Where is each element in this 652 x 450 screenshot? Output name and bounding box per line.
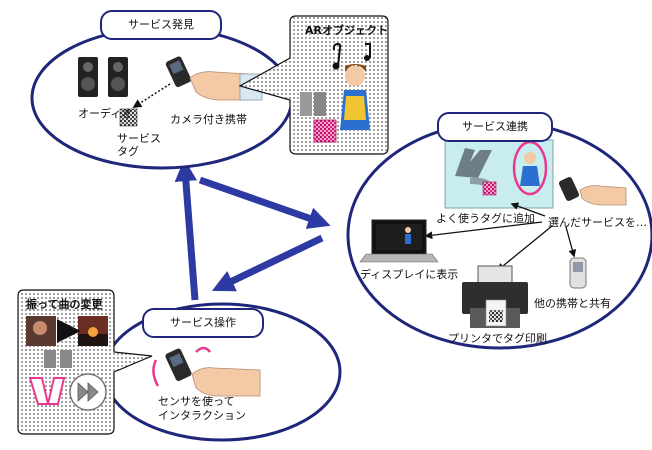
selection-arrows (424, 202, 577, 271)
service-tag-label-1: サービス (117, 132, 161, 145)
shake-title: 振って曲の変更 (26, 298, 103, 311)
arrow-discovery-to-linkage (198, 176, 331, 229)
sensor-phone-hand-icon (152, 346, 261, 397)
service-tag-label-2: タグ (117, 145, 139, 158)
ar-object-title: ARオブジェクト (305, 24, 388, 37)
ar-tag-pink-icon (313, 119, 337, 143)
operation-title: サービス操作 (142, 308, 264, 338)
ar-character-icon (332, 42, 371, 130)
flow-arrows (174, 158, 331, 301)
print-label: プリンタでタグ印刷 (448, 332, 547, 345)
sensor-label-1: センサを使って (158, 395, 235, 408)
service-tag-qr-icon (119, 108, 138, 127)
laptop-display-icon (359, 219, 439, 263)
linkage-title: サービス連携 (437, 112, 553, 142)
ar-speaker-icon (300, 92, 312, 116)
camera-phone-label: カメラ付き携帯 (170, 113, 247, 126)
ar-speaker-icon-2 (314, 92, 326, 116)
printer-icon (462, 265, 528, 328)
arrow-linkage-to-operation (211, 234, 324, 292)
small-speaker-icon-2 (60, 350, 72, 368)
audio-label: オーディオ (78, 107, 133, 120)
fav-tag-pink-icon (482, 181, 497, 196)
speakers-icon (78, 57, 128, 97)
small-speaker-icon (44, 350, 56, 368)
album-cover-icon-2 (78, 316, 108, 346)
selected-services-label: 選んだサービスを… (548, 216, 647, 229)
shake-device-icon-2 (46, 377, 66, 405)
share-label: 他の携帯と共有 (534, 297, 611, 310)
discovery-title: サービス発見 (100, 10, 222, 40)
scan-line (132, 83, 171, 108)
arrow-operation-to-discovery (174, 158, 199, 301)
phone-hand-icon (558, 177, 627, 206)
fast-forward-glyph (77, 382, 99, 402)
share-phone-icon (569, 257, 587, 289)
album-cover-icon (26, 316, 56, 346)
fav-character-icon (520, 152, 540, 186)
fav-tag-label: よく使うタグに追加 (436, 212, 535, 225)
display-label: ディスプレイに表示 (360, 268, 459, 281)
fav-highlight-ring (512, 140, 548, 196)
sensor-label-2: インタラクション (158, 409, 246, 422)
